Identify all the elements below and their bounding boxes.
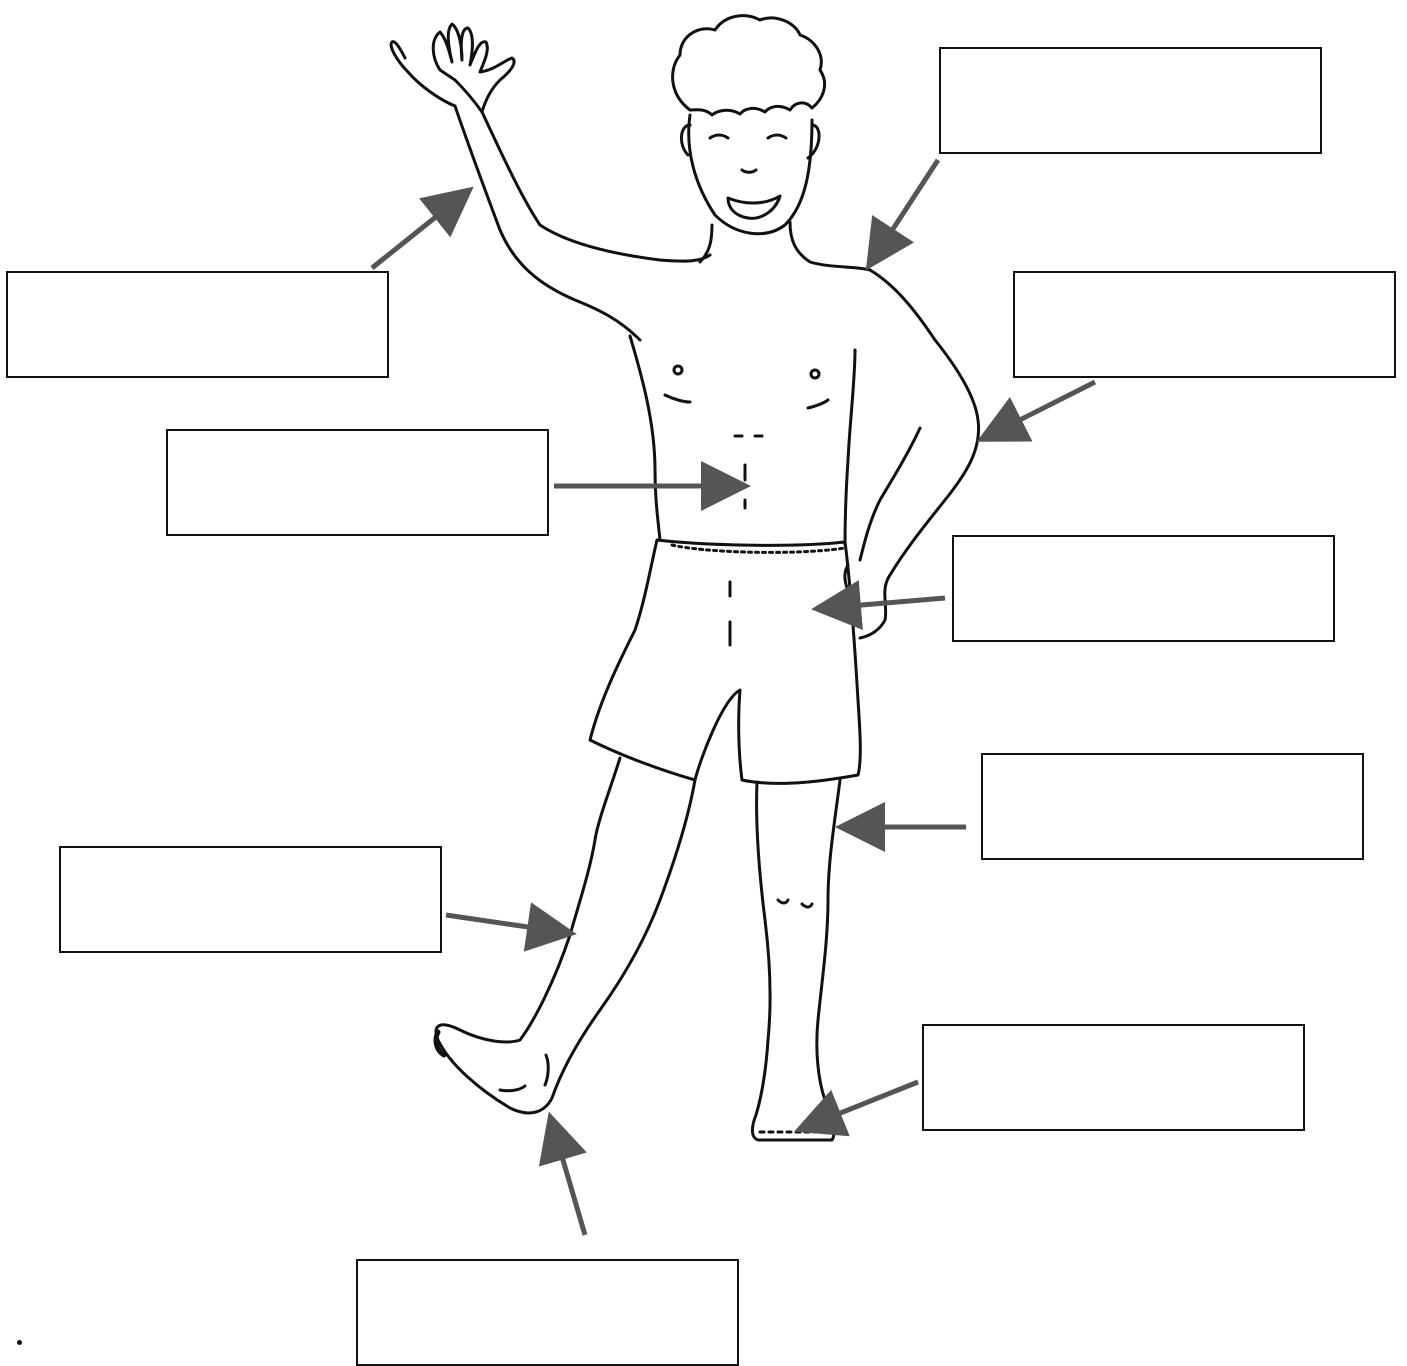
arrow-arm: [372, 196, 462, 268]
label-box-hand[interactable]: [952, 535, 1335, 642]
shorts: [590, 540, 860, 783]
raised-leg: [436, 758, 695, 1113]
hair: [673, 16, 825, 115]
arrow-toes: [808, 1082, 918, 1126]
label-box-leg[interactable]: [981, 753, 1364, 860]
label-box-heel[interactable]: [356, 1259, 739, 1366]
label-box-elbow[interactable]: [1013, 271, 1396, 378]
label-box-knee[interactable]: [59, 846, 442, 953]
raised-arm: [455, 106, 640, 340]
label-box-toes[interactable]: [922, 1024, 1305, 1131]
arrow-neck: [874, 160, 938, 258]
raised-hand: [433, 24, 514, 112]
label-box-arm[interactable]: [6, 271, 389, 378]
arrow-heel: [553, 1126, 585, 1235]
mouth: [728, 196, 780, 218]
label-box-tummy[interactable]: [166, 429, 549, 536]
label-box-neck[interactable]: [939, 47, 1322, 154]
standing-leg: [752, 780, 840, 1140]
stray-dot: [17, 1340, 22, 1345]
face: [689, 115, 812, 234]
arrow-knee: [446, 915, 562, 932]
arrow-elbow: [990, 382, 1095, 435]
